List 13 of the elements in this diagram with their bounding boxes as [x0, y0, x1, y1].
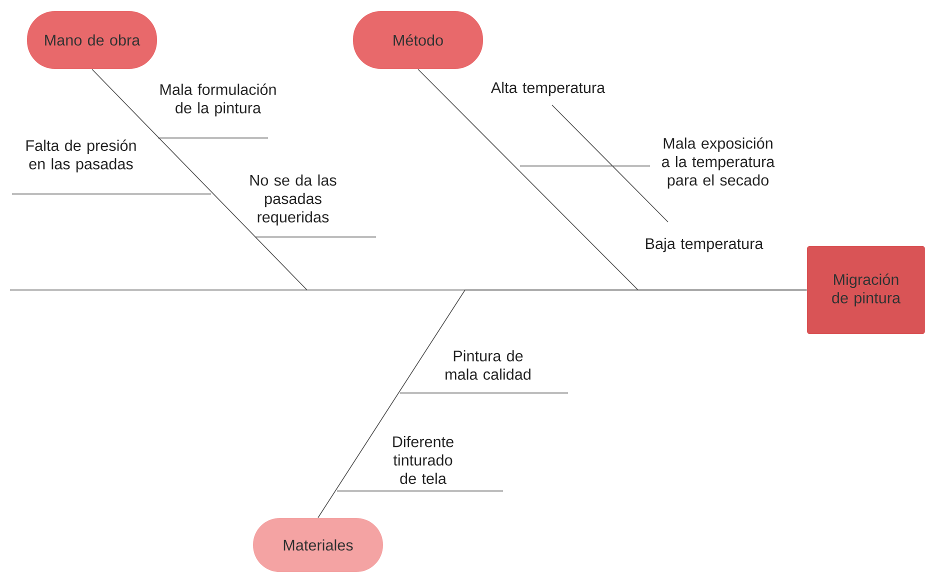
bone-line [318, 290, 808, 518]
cause-text: Baja temperatura [646, 238, 764, 252]
cause-text: Alta temperatura [490, 82, 606, 96]
cause-text: Diferente tinturado de tela [393, 436, 454, 484]
cause-text: No se da las pasadas requeridas [250, 174, 336, 226]
cause-text: Mala formulación de la pintura [160, 84, 276, 116]
cause-text: Mala exposición a la temperatura para el secado [662, 137, 775, 189]
cause-text: Falta de presión en las pasadas [26, 140, 136, 172]
effect-box: Migración de pintura [807, 246, 925, 334]
category-pill: Materiales [253, 518, 383, 572]
cause-text: Pintura de mala calidad [446, 350, 530, 380]
category-pill: Mano de obra [27, 11, 157, 69]
category-pill: Método [353, 11, 483, 69]
